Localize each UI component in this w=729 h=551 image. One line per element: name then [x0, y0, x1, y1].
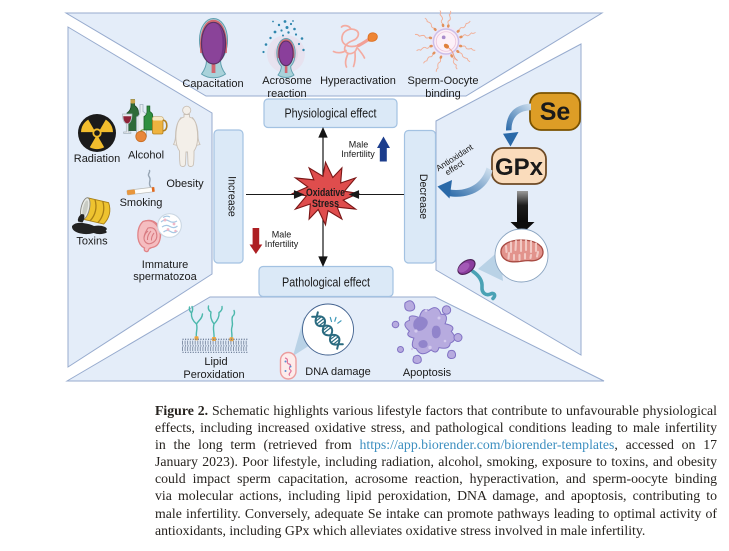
svg-text:Lipid: Lipid — [204, 356, 227, 368]
svg-text:Male: Male — [272, 230, 292, 240]
svg-text:Infertility: Infertility — [341, 149, 375, 159]
svg-text:Hyperactivation: Hyperactivation — [320, 75, 396, 87]
svg-text:DNA damage: DNA damage — [305, 366, 370, 378]
svg-text:Sperm-Oocyte: Sperm-Oocyte — [408, 75, 479, 87]
svg-text:reaction: reaction — [267, 88, 306, 100]
svg-text:Acrosome: Acrosome — [262, 75, 312, 87]
svg-text:Oxidative: Oxidative — [306, 187, 345, 199]
svg-text:Toxins: Toxins — [76, 236, 108, 248]
svg-text:Smoking: Smoking — [120, 197, 163, 209]
svg-text:binding: binding — [425, 88, 460, 100]
svg-text:Capacitation: Capacitation — [182, 78, 243, 90]
svg-text:Se: Se — [540, 98, 571, 126]
svg-text:Stress: Stress — [312, 198, 339, 210]
svg-text:Male: Male — [349, 140, 369, 150]
svg-text:spermatozoa: spermatozoa — [133, 271, 197, 283]
svg-text:Obesity: Obesity — [166, 178, 204, 190]
svg-text:Pathological effect: Pathological effect — [282, 276, 370, 290]
svg-text:Immature: Immature — [142, 259, 188, 271]
svg-text:Radiation: Radiation — [74, 153, 120, 165]
svg-text:GPx: GPx — [495, 154, 544, 181]
svg-text:Physiological effect: Physiological effect — [285, 107, 377, 121]
svg-text:Infertility: Infertility — [265, 239, 299, 249]
svg-text:Alcohol: Alcohol — [128, 150, 164, 162]
svg-text:Apoptosis: Apoptosis — [403, 367, 452, 379]
svg-text:Decrease: Decrease — [417, 174, 429, 219]
svg-text:Increase: Increase — [226, 176, 238, 217]
svg-text:Peroxidation: Peroxidation — [183, 369, 244, 381]
